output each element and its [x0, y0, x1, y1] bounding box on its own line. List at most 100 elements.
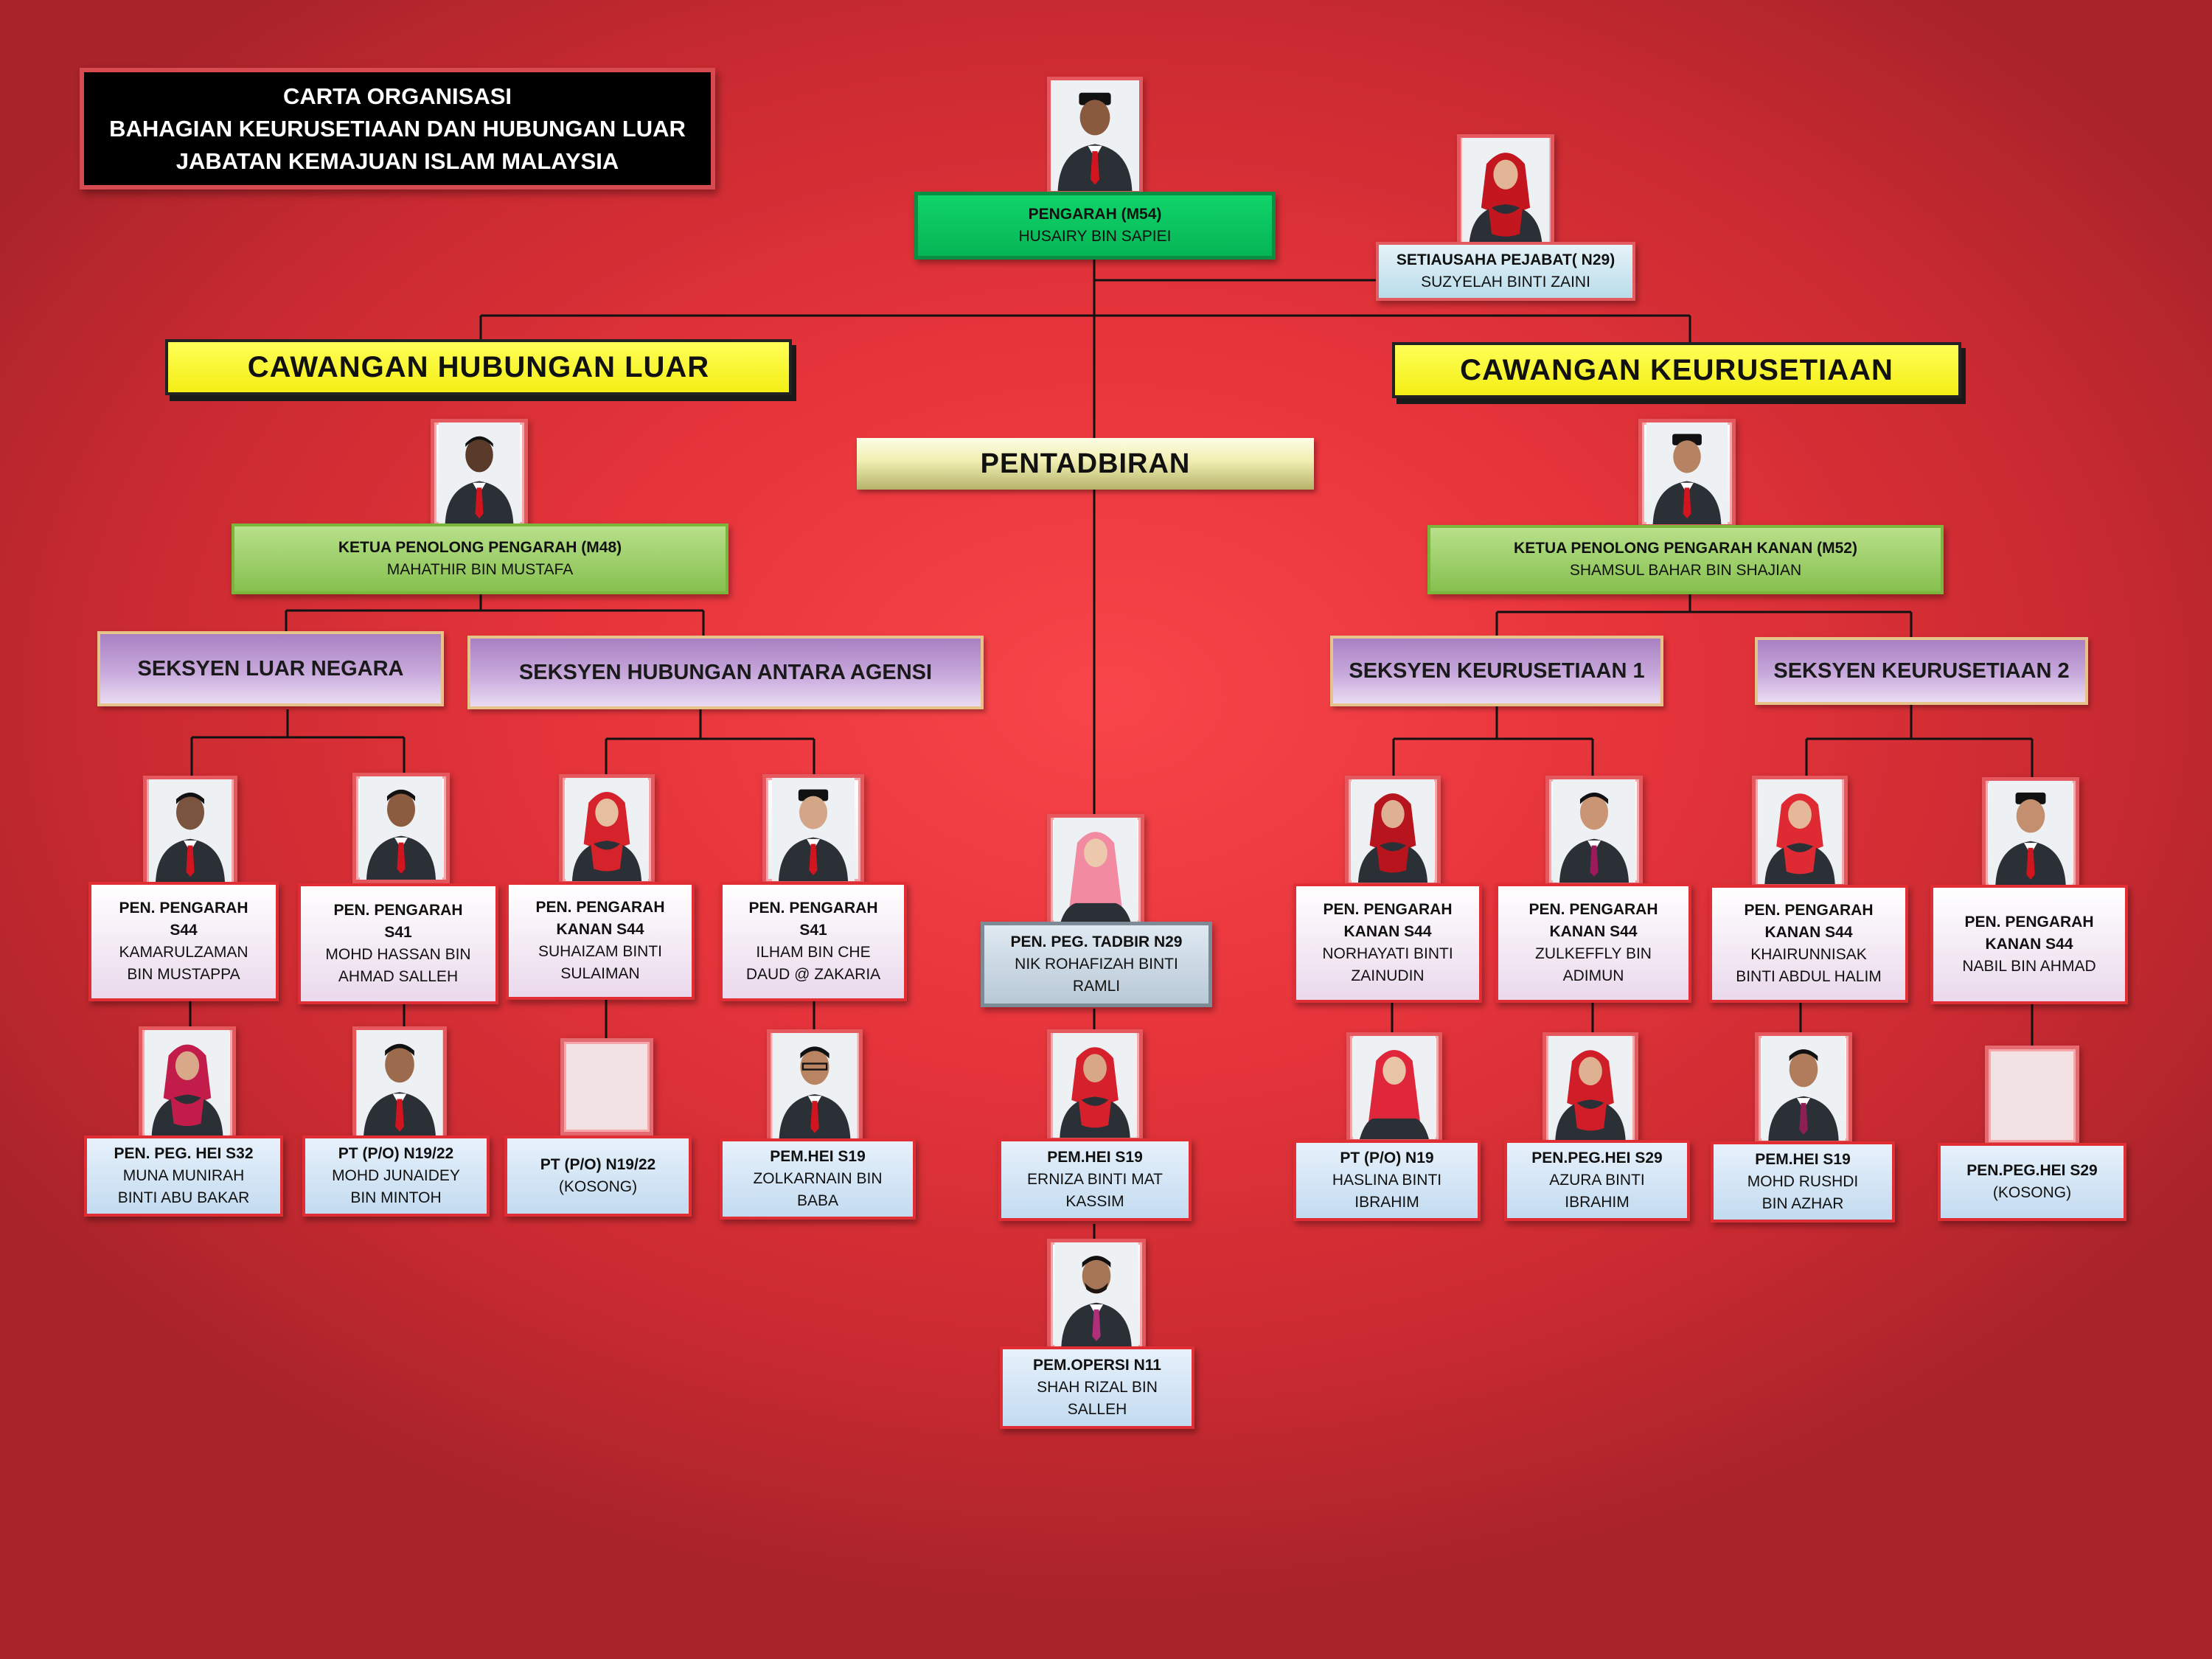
- staff-photo: [139, 1026, 236, 1140]
- staff-vacancy-status: (KOSONG): [1992, 1184, 2072, 1201]
- staff-box: PT (P/O) N19 HASLINA BINTI IBRAHIM: [1293, 1140, 1481, 1221]
- officer-name: BIN MUSTAPPA: [127, 966, 240, 983]
- section-antara-agensi: SEKSYEN HUBUNGAN ANTARA AGENSI: [467, 636, 984, 709]
- left-head-photo: [431, 419, 528, 528]
- staff-role: PEN. PEG. HEI S32: [114, 1145, 254, 1162]
- right-head-box: KETUA PENOLONG PENGARAH KANAN (M52) SHAM…: [1427, 525, 1944, 594]
- officer-grade: S44: [170, 922, 198, 939]
- officer-box: PEN. PENGARAH KANAN S44 SUHAIZAM BINTI S…: [506, 882, 695, 1000]
- officer-grade: KANAN S44: [1549, 923, 1638, 940]
- director-role: PENGARAH (M54): [1028, 206, 1162, 223]
- officer-role: PEN. PENGARAH: [1528, 901, 1658, 918]
- staff-box: PEN.PEG.HEI S29 (KOSONG): [1938, 1143, 2126, 1221]
- officer-box: PEN. PENGARAH KANAN S44 ZULKEFFLY BIN AD…: [1495, 883, 1691, 1003]
- left-head-role: KETUA PENOLONG PENGARAH (M48): [338, 539, 622, 556]
- staff-vacancy-status: (KOSONG): [558, 1178, 638, 1195]
- admin-role: PEN. PEG. TADBIR N29: [1010, 933, 1183, 950]
- officer-grade: KANAN S44: [556, 921, 644, 938]
- staff-role: PEN.PEG.HEI S29: [1531, 1150, 1663, 1166]
- person-silhouette-icon: [1758, 779, 1842, 884]
- title-line-1: CARTA ORGANISASI: [283, 83, 512, 109]
- admin-box: PEM.OPERSI N11 SHAH RIZAL BIN SALLEH: [1000, 1346, 1194, 1429]
- person-silhouette-icon: [1461, 138, 1550, 247]
- officer-photo: [1752, 776, 1848, 888]
- officer-role: PEN. PENGARAH: [119, 900, 248, 917]
- person-silhouette-icon: [1646, 422, 1728, 524]
- staff-photo: [767, 1029, 863, 1143]
- person-silhouette-icon: [1352, 779, 1434, 883]
- admin-name: SHAH RIZAL BIN: [1037, 1379, 1158, 1396]
- staff-name: BABA: [796, 1192, 839, 1209]
- staff-box: PEN.PEG.HEI S29 AZURA BINTI IBRAHIM: [1504, 1140, 1690, 1221]
- officer-name: SUHAIZAM BINTI: [538, 943, 662, 960]
- left-head-name: MAHATHIR BIN MUSTAFA: [386, 561, 574, 578]
- admin-role: PEM.HEI S19: [1047, 1149, 1143, 1166]
- vacant-photo-placeholder: [560, 1038, 653, 1135]
- staff-name: BIN MINTOH: [350, 1189, 442, 1206]
- branch-pentadbiran: PENTADBIRAN: [857, 438, 1314, 490]
- officer-box: PEN. PENGARAH S41 ILHAM BIN CHE DAUD @ Z…: [720, 882, 907, 1001]
- secretary-photo: [1457, 134, 1554, 251]
- admin-name: SALLEH: [1067, 1401, 1127, 1418]
- officer-photo: [352, 773, 450, 883]
- officer-name: KHAIRUNNISAK: [1750, 946, 1867, 963]
- staff-box: PEM.HEI S19 ZOLKARNAIN BIN BABA: [720, 1138, 916, 1220]
- admin-photo: [1047, 814, 1144, 926]
- staff-role: PEM.HEI S19: [770, 1148, 866, 1165]
- staff-box: PEM.HEI S19 MOHD RUSHDI BIN AZHAR: [1711, 1141, 1895, 1222]
- officer-name: DAUD @ ZAKARIA: [745, 966, 881, 983]
- person-silhouette-icon: [566, 778, 648, 881]
- staff-box: PEN. PEG. HEI S32 MUNA MUNIRAH BINTI ABU…: [84, 1135, 283, 1217]
- officer-name: ADIMUN: [1562, 967, 1624, 984]
- officer-role: PEN. PENGARAH: [333, 902, 463, 919]
- staff-photo: [1543, 1032, 1638, 1144]
- officer-name: BINTI ABDUL HALIM: [1736, 968, 1882, 985]
- branch-hubungan-luar: CAWANGAN HUBUNGAN LUAR: [165, 339, 792, 395]
- officer-name: ZULKEFFLY BIN: [1535, 945, 1652, 962]
- officer-grade: KANAN S44: [1764, 924, 1853, 941]
- officer-grade: KANAN S44: [1985, 936, 2073, 953]
- person-silhouette-icon: [145, 1030, 230, 1136]
- person-silhouette-icon: [438, 422, 521, 524]
- staff-role: PEN.PEG.HEI S29: [1966, 1162, 2098, 1179]
- staff-photo: [352, 1026, 447, 1141]
- staff-photo: [1755, 1032, 1852, 1144]
- section-luar-negara: SEKSYEN LUAR NEGARA: [97, 631, 444, 706]
- officer-photo: [143, 776, 237, 886]
- admin-name: NIK ROHAFIZAH BINTI: [1015, 956, 1178, 973]
- person-silhouette-icon: [356, 1030, 443, 1138]
- staff-name: MUNA MUNIRAH: [122, 1167, 245, 1184]
- secretary-box: SETIAUSAHA PEJABAT( N29) SUZYELAH BINTI …: [1376, 242, 1635, 301]
- staff-box: PT (P/O) N19/22 MOHD JUNAIDEY BIN MINTOH: [302, 1135, 490, 1217]
- officer-grade: KANAN S44: [1343, 923, 1432, 940]
- chart-title: CARTA ORGANISASI BAHAGIAN KEURUSETIAAN D…: [80, 68, 715, 189]
- staff-name: BIN AZHAR: [1761, 1195, 1844, 1212]
- person-silhouette-icon: [1054, 1242, 1138, 1347]
- admin-box: PEM.HEI S19 ERNIZA BINTI MAT KASSIM: [998, 1138, 1192, 1221]
- officer-role: PEN. PENGARAH: [1964, 914, 2094, 931]
- officer-photo: [762, 774, 864, 885]
- person-silhouette-icon: [772, 778, 855, 881]
- staff-name: IBRAHIM: [1565, 1194, 1630, 1211]
- staff-role: PT (P/O) N19: [1340, 1150, 1434, 1166]
- director-name: HUSAIRY BIN SAPIEI: [1018, 228, 1172, 245]
- right-head-name: SHAMSUL BAHAR BIN SHAJIAN: [1569, 562, 1802, 579]
- secretary-role: SETIAUSAHA PEJABAT( N29): [1396, 251, 1615, 268]
- person-silhouette-icon: [1761, 1036, 1846, 1141]
- branch-keurusetiaan: CAWANGAN KEURUSETIAAN: [1392, 342, 1961, 398]
- right-head-photo: [1638, 419, 1736, 528]
- staff-name: MOHD JUNAIDEY: [332, 1167, 460, 1184]
- officer-name: KAMARULZAMAN: [119, 944, 248, 961]
- admin-role: PEM.OPERSI N11: [1033, 1357, 1161, 1374]
- officer-name: SULAIMAN: [560, 965, 640, 982]
- officer-grade: S41: [384, 924, 412, 941]
- staff-name: BINTI ABU BAKAR: [117, 1189, 250, 1206]
- person-silhouette-icon: [149, 779, 232, 883]
- officer-name: ZAINUDIN: [1351, 967, 1425, 984]
- officer-role: PEN. PENGARAH: [535, 899, 665, 916]
- staff-name: ZOLKARNAIN BIN: [753, 1170, 883, 1187]
- right-head-role: KETUA PENOLONG PENGARAH KANAN (M52): [1514, 540, 1857, 557]
- director-photo: [1047, 77, 1143, 195]
- officer-photo: [1345, 776, 1441, 886]
- left-head-box: KETUA PENOLONG PENGARAH (M48) MAHATHIR B…: [232, 524, 728, 594]
